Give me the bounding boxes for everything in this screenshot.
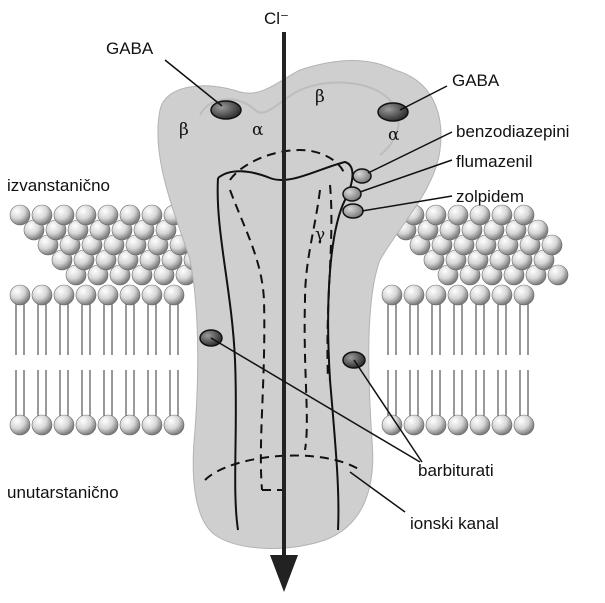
lipid-head [142, 415, 162, 435]
lipid-head [542, 235, 562, 255]
subunit-beta-left: β [179, 120, 189, 140]
lipid-head [98, 285, 118, 305]
benzodiazepini-label: benzodiazepini [456, 122, 569, 141]
lipid-head [426, 285, 446, 305]
lipid-head [10, 205, 30, 225]
lipid-head [164, 415, 184, 435]
benzodiazepine-site [353, 169, 371, 183]
lipid-head [514, 285, 534, 305]
lipid-head [470, 415, 490, 435]
lipid-head [382, 285, 402, 305]
chloride-label: Cl⁻ [264, 9, 289, 28]
flumazenil-label: flumazenil [456, 152, 533, 171]
gaba-site-left [211, 101, 241, 119]
lipid-head [120, 415, 140, 435]
lipid-head [10, 285, 30, 305]
lipid-head [470, 205, 490, 225]
lipid-head [470, 285, 490, 305]
membrane-left [10, 205, 204, 435]
lipid-head [448, 205, 468, 225]
lipid-head [54, 415, 74, 435]
subunit-alpha-right: α [388, 125, 400, 145]
membrane-right [382, 205, 568, 435]
lipid-head [528, 220, 548, 240]
barbiturati-label: barbiturati [418, 461, 494, 480]
lipid-head [164, 285, 184, 305]
lipid-head [32, 415, 52, 435]
intracellular-label: unutarstanično [7, 483, 119, 502]
lipid-head [492, 415, 512, 435]
zolpidem-site [343, 204, 363, 218]
lipid-head [54, 285, 74, 305]
lipid-head [514, 415, 534, 435]
gaba-label-right: GABA [452, 71, 500, 90]
flumazenil-site [343, 187, 361, 201]
subunit-gamma: γ [315, 225, 325, 245]
lipid-head [98, 415, 118, 435]
chloride-arrowhead [270, 555, 298, 592]
lipid-head [404, 285, 424, 305]
extracellular-label: izvanstanično [7, 176, 110, 195]
lipid-head [448, 415, 468, 435]
lipid-head [120, 285, 140, 305]
lipid-head [514, 205, 534, 225]
lipid-head [448, 285, 468, 305]
lipid-head [142, 285, 162, 305]
lipid-head [142, 205, 162, 225]
lipid-head [120, 205, 140, 225]
lipid-head [492, 205, 512, 225]
lipid-head [32, 205, 52, 225]
lipid-head [10, 415, 30, 435]
lipid-head [32, 285, 52, 305]
gaba-label-left: GABA [106, 39, 154, 58]
lipid-head [54, 205, 74, 225]
lipid-head [98, 205, 118, 225]
lipid-head [76, 415, 96, 435]
lipid-head [548, 265, 568, 285]
gaba-site-right [378, 103, 408, 121]
lipid-head [76, 285, 96, 305]
lipid-head [404, 415, 424, 435]
lipid-head [76, 205, 96, 225]
lipid-head [426, 205, 446, 225]
subunit-alpha-left: α [252, 120, 264, 140]
zolpidem-label: zolpidem [456, 187, 524, 206]
lipid-head [492, 285, 512, 305]
ion-channel-label: ionski kanal [410, 514, 499, 533]
subunit-beta-right: β [315, 87, 325, 107]
lipid-head [426, 415, 446, 435]
